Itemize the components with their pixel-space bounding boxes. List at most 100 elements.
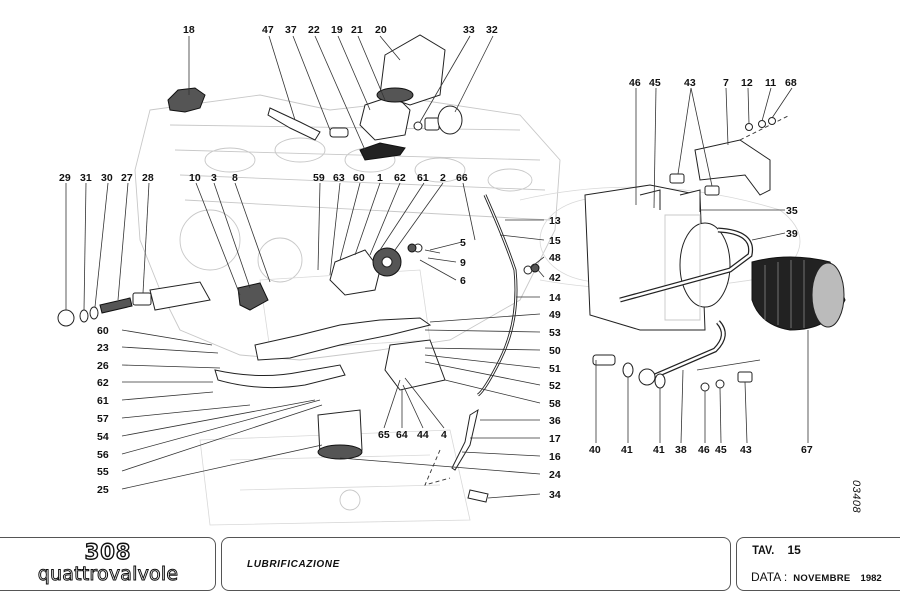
callout-46b: 46 bbox=[698, 444, 710, 456]
callout-46: 46 bbox=[629, 77, 641, 89]
callout-36: 36 bbox=[549, 415, 561, 427]
drawing-code: 03408 bbox=[850, 480, 862, 514]
callout-12: 12 bbox=[741, 77, 753, 89]
model-name: quattrovalvole bbox=[37, 563, 179, 586]
model-number: 308 bbox=[84, 539, 132, 564]
callout-25: 25 bbox=[97, 484, 109, 496]
callout-22: 22 bbox=[308, 24, 320, 36]
callout-61: 61 bbox=[417, 172, 429, 184]
table-label: TAV. bbox=[752, 543, 775, 557]
callout-31: 31 bbox=[80, 172, 92, 184]
pressure-sender bbox=[424, 105, 463, 135]
callout-60: 60 bbox=[353, 172, 365, 184]
callout-18: 18 bbox=[183, 24, 195, 36]
washer-31 bbox=[79, 309, 89, 323]
callout-34: 34 bbox=[549, 489, 561, 501]
callout-30: 30 bbox=[101, 172, 113, 184]
callout-15: 15 bbox=[549, 235, 561, 247]
spring-27 bbox=[99, 297, 133, 314]
parts bbox=[57, 34, 846, 503]
callout-57: 57 bbox=[97, 413, 109, 425]
oil-pump-body bbox=[329, 249, 381, 296]
callout-40: 40 bbox=[589, 444, 601, 456]
logo-box: 308 quattrovalvole bbox=[0, 537, 216, 591]
callout-2: 2 bbox=[440, 172, 446, 184]
callout-52: 52 bbox=[549, 380, 561, 392]
callout-24: 24 bbox=[549, 469, 561, 481]
callout-6: 6 bbox=[460, 275, 466, 287]
callout-47: 47 bbox=[262, 24, 274, 36]
callout-labels: 18 47 37 22 19 21 20 33 32 29 31 30 27 2… bbox=[59, 24, 813, 501]
gasket-22 bbox=[359, 142, 406, 161]
section-title-box: LUBRIFICAZIONE bbox=[221, 537, 731, 591]
callout-38: 38 bbox=[675, 444, 687, 456]
leader-lines bbox=[65, 35, 809, 499]
gasket-47 bbox=[267, 107, 321, 141]
plug-29 bbox=[57, 309, 75, 327]
callout-33: 33 bbox=[463, 24, 475, 36]
callout-61b: 61 bbox=[97, 395, 109, 407]
callout-65: 65 bbox=[378, 429, 390, 441]
section-title: LUBRIFICAZIONE bbox=[247, 559, 340, 570]
callout-5: 5 bbox=[460, 237, 466, 249]
callout-9: 9 bbox=[460, 257, 466, 269]
dipstick bbox=[451, 408, 479, 471]
callout-21: 21 bbox=[351, 24, 363, 36]
callout-45: 45 bbox=[649, 77, 661, 89]
callout-41a: 41 bbox=[621, 444, 633, 456]
callout-66: 66 bbox=[456, 172, 468, 184]
cup-30 bbox=[89, 306, 99, 320]
callout-54: 54 bbox=[97, 431, 109, 443]
callout-56: 56 bbox=[97, 449, 109, 461]
engine-block-ghost bbox=[134, 94, 801, 526]
callout-29: 29 bbox=[59, 172, 71, 184]
callout-37: 37 bbox=[285, 24, 297, 36]
callout-39: 39 bbox=[786, 228, 798, 240]
callout-11: 11 bbox=[765, 77, 776, 89]
callout-27: 27 bbox=[121, 172, 133, 184]
callout-55: 55 bbox=[97, 466, 109, 478]
callout-58: 58 bbox=[549, 398, 561, 410]
callout-64: 64 bbox=[396, 429, 408, 441]
callout-41b: 41 bbox=[653, 444, 665, 456]
dipstick-tube-dashed bbox=[424, 449, 451, 486]
callout-45b: 45 bbox=[715, 444, 727, 456]
callout-60b: 60 bbox=[97, 325, 109, 337]
callout-59: 59 bbox=[313, 172, 325, 184]
callout-19: 19 bbox=[331, 24, 343, 36]
callout-32: 32 bbox=[486, 24, 498, 36]
pump-drive-gear bbox=[237, 282, 269, 311]
piston-28 bbox=[132, 292, 152, 306]
washer-33 bbox=[413, 121, 423, 131]
table-number-row: TAV. 15 bbox=[751, 543, 801, 557]
callout-13: 13 bbox=[549, 215, 561, 227]
date-year: 1982 bbox=[860, 573, 882, 584]
callout-42: 42 bbox=[549, 272, 561, 284]
callout-67: 67 bbox=[801, 444, 813, 456]
callout-63: 63 bbox=[333, 172, 345, 184]
baffle-plate bbox=[254, 317, 432, 361]
table-number: 15 bbox=[787, 543, 801, 557]
callout-49: 49 bbox=[549, 309, 561, 321]
oil-filler-cap bbox=[167, 87, 206, 113]
callout-4: 4 bbox=[441, 429, 447, 441]
callout-1: 1 bbox=[377, 172, 383, 184]
oil-pump-strainer bbox=[317, 409, 363, 456]
callout-62: 62 bbox=[394, 172, 406, 184]
exploded-parts-diagram: 18 47 37 22 19 21 20 33 32 29 31 30 27 2… bbox=[57, 24, 846, 526]
callout-7: 7 bbox=[723, 77, 729, 89]
callout-16: 16 bbox=[549, 451, 561, 463]
callout-43: 43 bbox=[684, 77, 696, 89]
callout-62b: 62 bbox=[97, 377, 109, 389]
cooler-bracket bbox=[694, 139, 771, 196]
callout-3: 3 bbox=[211, 172, 217, 184]
callout-35: 35 bbox=[786, 205, 798, 217]
oil-filter bbox=[376, 34, 446, 106]
callout-53: 53 bbox=[549, 327, 561, 339]
callout-68: 68 bbox=[785, 77, 797, 89]
callout-20: 20 bbox=[375, 24, 387, 36]
oil-pickup-pipe bbox=[214, 364, 346, 389]
callout-28: 28 bbox=[142, 172, 154, 184]
